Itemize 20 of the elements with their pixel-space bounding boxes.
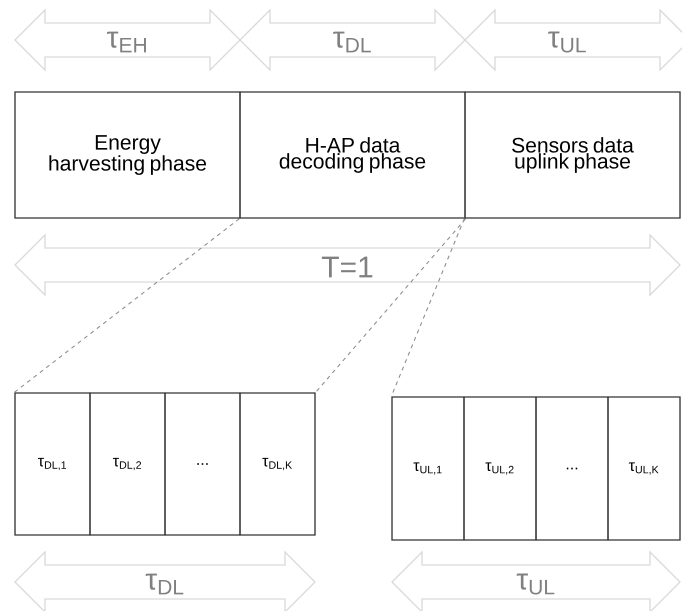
slot-box: τ$_{DL,1}$ (14, 392, 91, 536)
slot-box: ... (164, 392, 241, 536)
slot-box: τ$_{DL,2}$ (89, 392, 166, 536)
slot-box: τ$_{UL,K}$ (607, 396, 681, 541)
phase-box: Sensors data uplink phase (464, 91, 681, 219)
dimension-label: τ$_{UL}$ (516, 574, 554, 594)
slot-box: ... (535, 396, 609, 541)
dimension-label: T=1 (322, 256, 372, 278)
phase-box: Energy harvesting phase (14, 91, 241, 219)
phase-box: H-AP data decoding phase (239, 91, 466, 219)
dashed-line (14, 218, 240, 393)
dimension-label: τ$_{DL}$ (146, 574, 184, 594)
dimension-label: τ$_{EH}$ (107, 32, 146, 52)
dimension-label: τ$_{UL}$ (548, 32, 586, 52)
slot-box: τ$_{DL,K}$ (239, 392, 316, 536)
slot-box: τ$_{UL,1}$ (391, 396, 465, 541)
dashed-line (390, 218, 465, 397)
dimension-label: τ$_{DL}$ (333, 32, 371, 52)
slot-box: τ$_{UL,2}$ (463, 396, 537, 541)
dashed-line (315, 218, 466, 393)
